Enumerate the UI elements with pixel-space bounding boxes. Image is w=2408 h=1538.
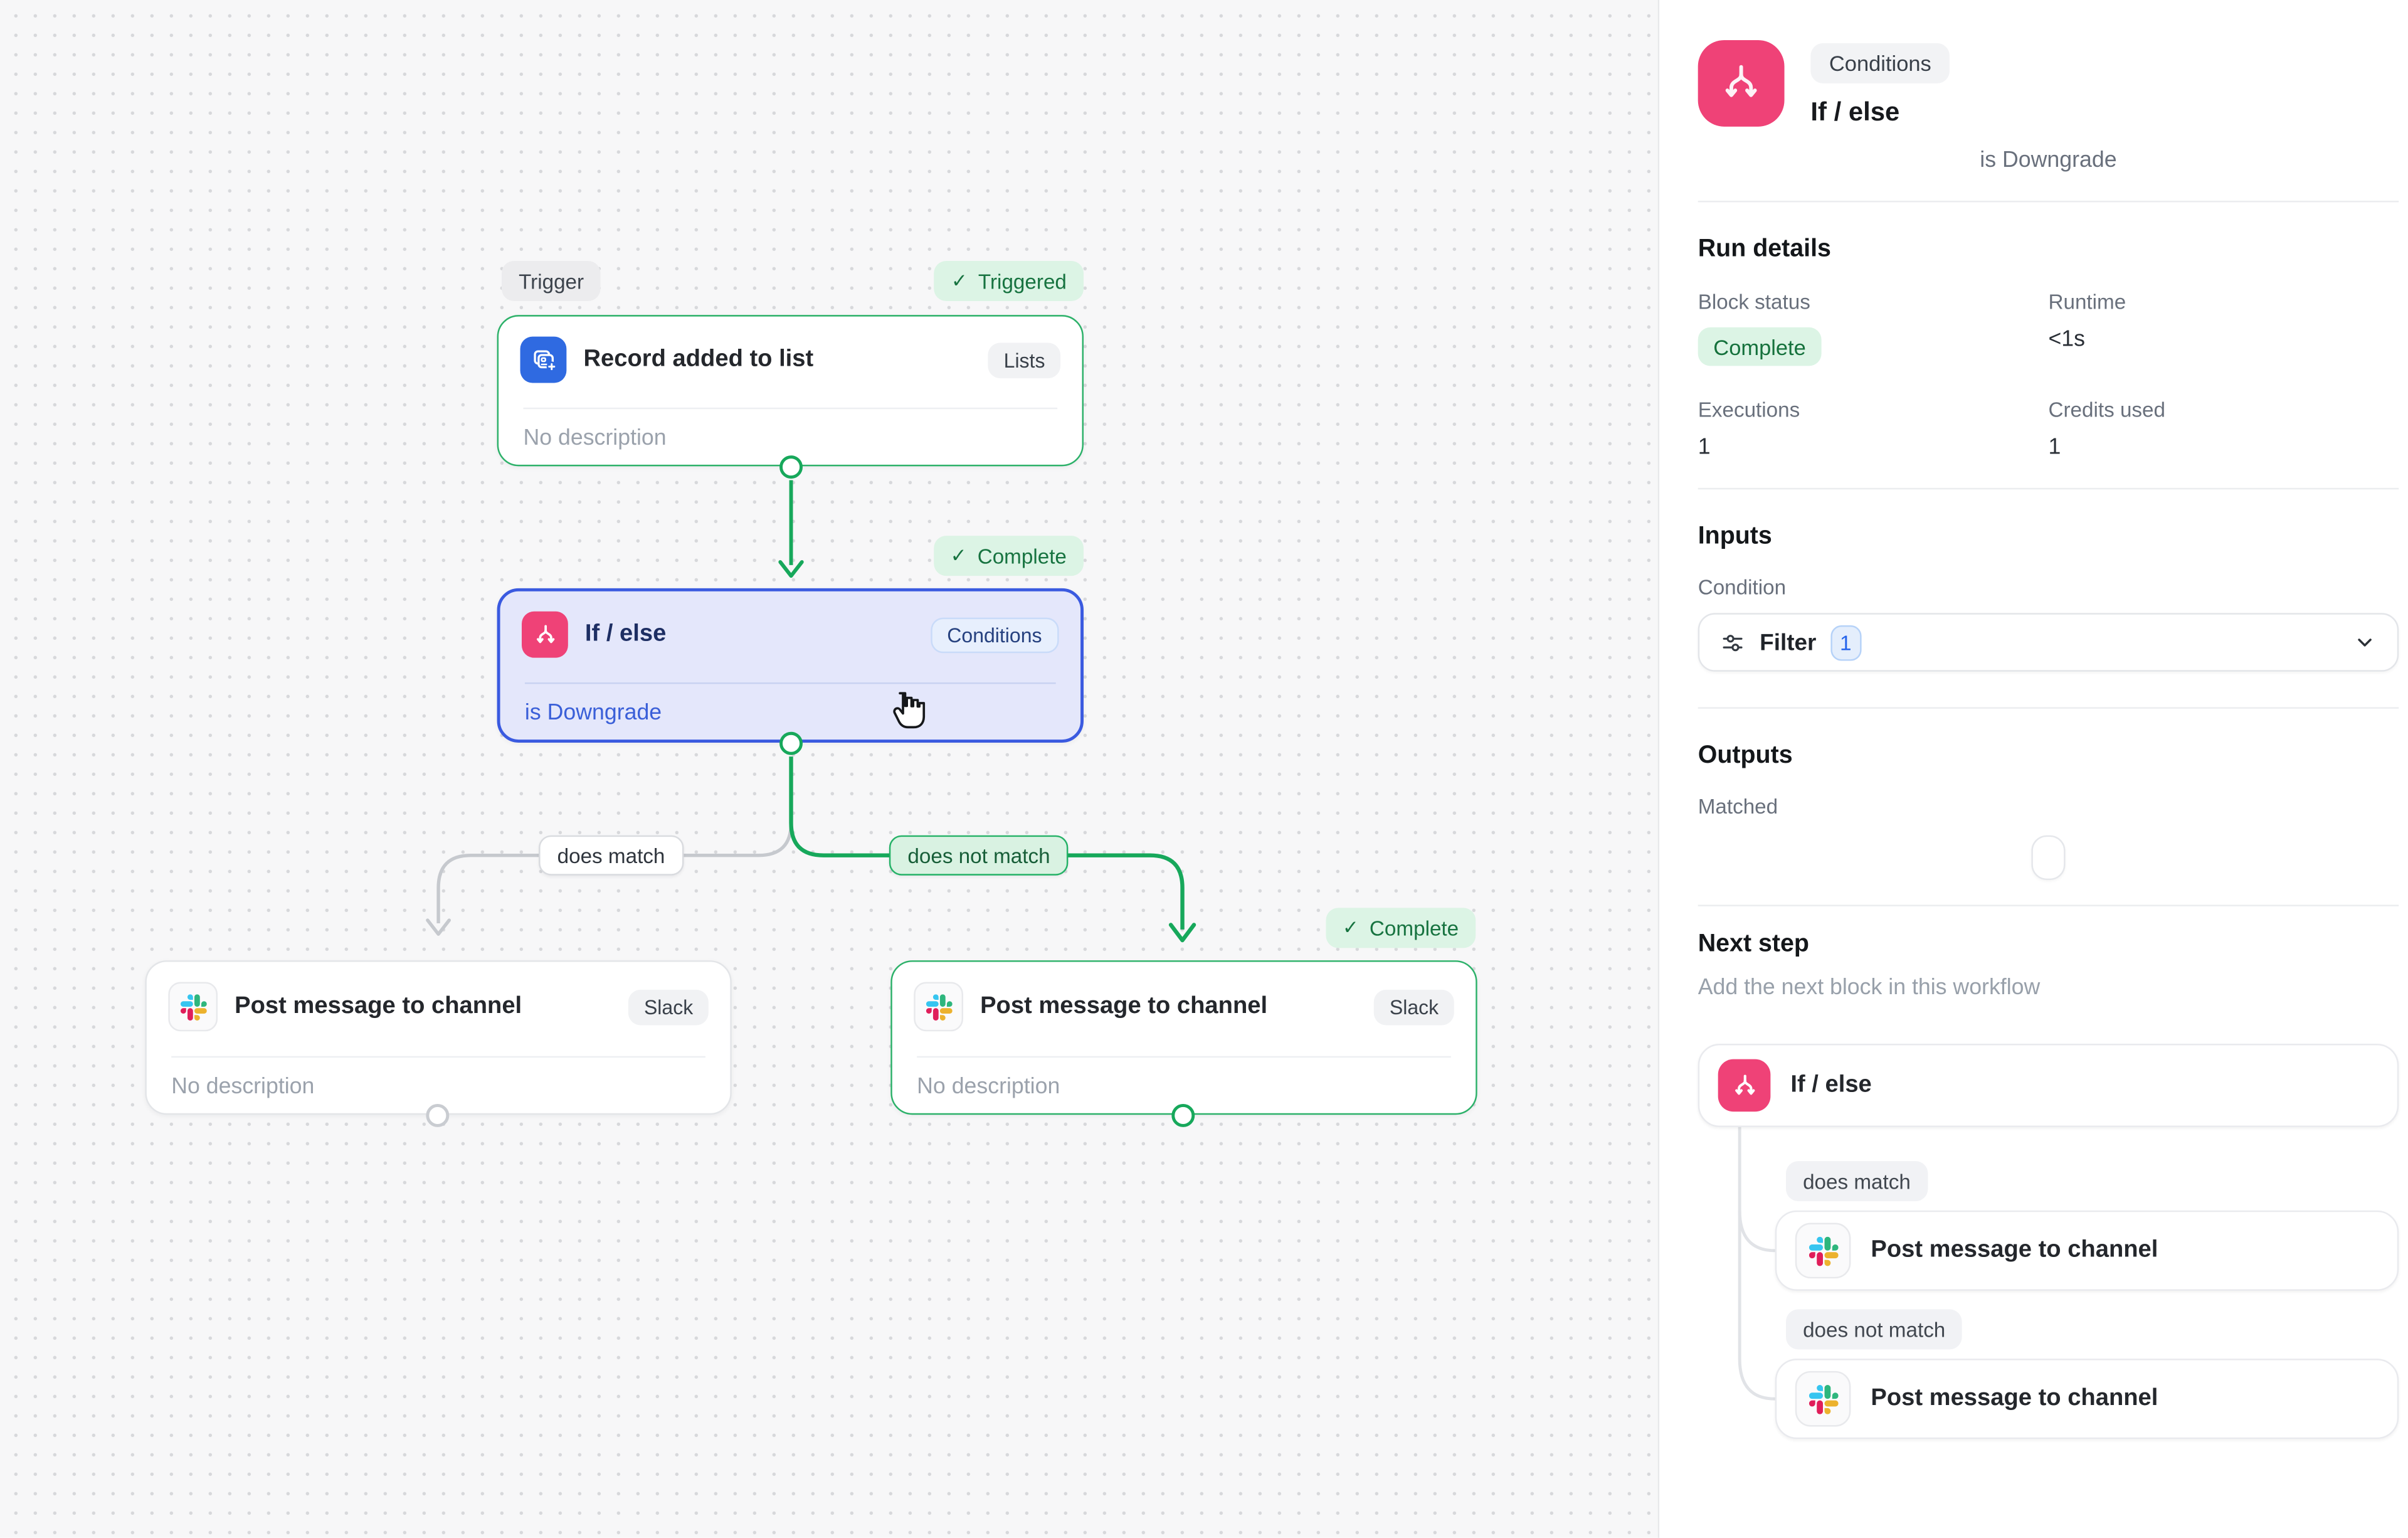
next-step-section: Next step Add the next block in this wor… — [1698, 906, 2399, 1445]
ifelse-status-badge: ✓ Complete — [933, 536, 1084, 576]
panel-title: If / else — [1810, 97, 1900, 127]
app-badge-conditions: Conditions — [930, 617, 1059, 653]
port-slack-no-match-out[interactable] — [1171, 1103, 1195, 1127]
node-title: Post message to channel — [980, 992, 1268, 1019]
node-post-message-match[interactable]: Post message to channel Slack No descrip… — [145, 960, 732, 1115]
slack-status-badge: ✓ Complete — [1325, 908, 1476, 948]
section-divider — [1698, 904, 2399, 906]
app-badge-slack: Slack — [1374, 989, 1454, 1025]
node-if-else[interactable]: If / else Conditions is Downgrade — [497, 588, 1084, 743]
block-status-badge: Complete — [1698, 327, 1822, 366]
run-detail-block-status: Block status Complete — [1698, 290, 2049, 366]
workflow-canvas[interactable]: Trigger ✓ Triggered Record added t — [0, 0, 1658, 1538]
edge-label-does-not-match: does not match — [889, 835, 1069, 876]
app-badge-slack: Slack — [628, 989, 709, 1025]
panel-divider — [1657, 0, 1660, 1538]
run-details-grid: Block status Complete Runtime <1s Execut… — [1698, 290, 2399, 460]
next-step-post-message-card[interactable]: Post message to channel — [1775, 1359, 2399, 1440]
block-details-panel: Conditions If / else is Downgrade Run de… — [1659, 0, 2408, 1538]
node-title: Record added to list — [583, 346, 814, 373]
node-condition-text: is Downgrade — [524, 701, 662, 726]
matched-label: Matched — [1698, 795, 1778, 819]
port-ifelse-out[interactable] — [779, 731, 803, 755]
run-detail-credits: Credits used 1 — [2048, 398, 2166, 460]
edge-lines — [426, 480, 1196, 943]
branch-tree-lines — [1738, 1127, 1775, 1401]
section-divider — [1698, 487, 2399, 490]
next-step-heading: Next step — [1698, 931, 1810, 958]
record-added-icon — [520, 336, 567, 383]
edge-label-does-match: does match — [539, 835, 684, 876]
run-detail-runtime: Runtime <1s — [2048, 290, 2126, 353]
if-else-icon — [1698, 40, 1785, 127]
branch-label-does-not-match: does not match — [1786, 1309, 1963, 1350]
slack-icon — [1795, 1371, 1851, 1427]
filter-count-badge: 1 — [1830, 624, 1861, 660]
node-divider — [524, 682, 1056, 684]
node-title: If / else — [584, 620, 667, 647]
filter-label: Filter — [1760, 629, 1817, 655]
check-icon: ✓ — [951, 270, 968, 292]
slack-icon — [168, 982, 218, 1032]
node-title: Post message to channel — [235, 992, 522, 1019]
branch-label-does-match: does match — [1786, 1161, 1928, 1202]
if-else-icon — [522, 611, 568, 658]
slack-icon — [1795, 1222, 1851, 1279]
node-record-added-to-list[interactable]: Record added to list Lists No descriptio… — [497, 315, 1084, 467]
node-divider — [171, 1056, 705, 1058]
next-step-if-else-card[interactable]: If / else — [1698, 1044, 2399, 1127]
next-step-subtitle: Add the next block in this workflow — [1698, 975, 2041, 1001]
trigger-section-label: Trigger — [502, 261, 601, 302]
panel-subtitle: is Downgrade — [1980, 148, 2117, 173]
trigger-status-badge: ✓ Triggered — [934, 261, 1084, 302]
section-divider — [1698, 201, 2399, 203]
matched-empty-value — [2031, 835, 2066, 881]
run-details-heading: Run details — [1698, 236, 1831, 263]
chevron-down-icon — [2352, 630, 2377, 654]
hand-cursor — [893, 692, 926, 729]
filter-sliders-icon — [1723, 634, 1743, 651]
inputs-heading: Inputs — [1698, 523, 1772, 550]
node-divider — [523, 407, 1058, 410]
category-badge: Conditions — [1810, 43, 1950, 83]
node-description: No description — [523, 426, 667, 451]
port-slack-match-out[interactable] — [425, 1103, 449, 1127]
outputs-heading: Outputs — [1698, 743, 1793, 769]
slack-icon — [914, 982, 964, 1032]
node-post-message-no-match[interactable]: Post message to channel Slack No descrip… — [890, 960, 1477, 1115]
next-step-post-message-card[interactable]: Post message to channel — [1775, 1210, 2399, 1291]
section-divider — [1698, 707, 2399, 709]
if-else-icon — [1718, 1059, 1771, 1112]
app-badge-lists: Lists — [988, 342, 1061, 378]
condition-filter-dropdown[interactable]: Filter 1 — [1698, 613, 2399, 672]
condition-label: Condition — [1698, 576, 1787, 600]
port-trigger-out[interactable] — [779, 454, 803, 478]
node-description: No description — [917, 1074, 1060, 1100]
node-description: No description — [171, 1074, 315, 1100]
node-divider — [917, 1056, 1451, 1058]
check-icon: ✓ — [1342, 916, 1359, 939]
check-icon: ✓ — [950, 544, 967, 566]
run-detail-executions: Executions 1 — [1698, 398, 1800, 460]
